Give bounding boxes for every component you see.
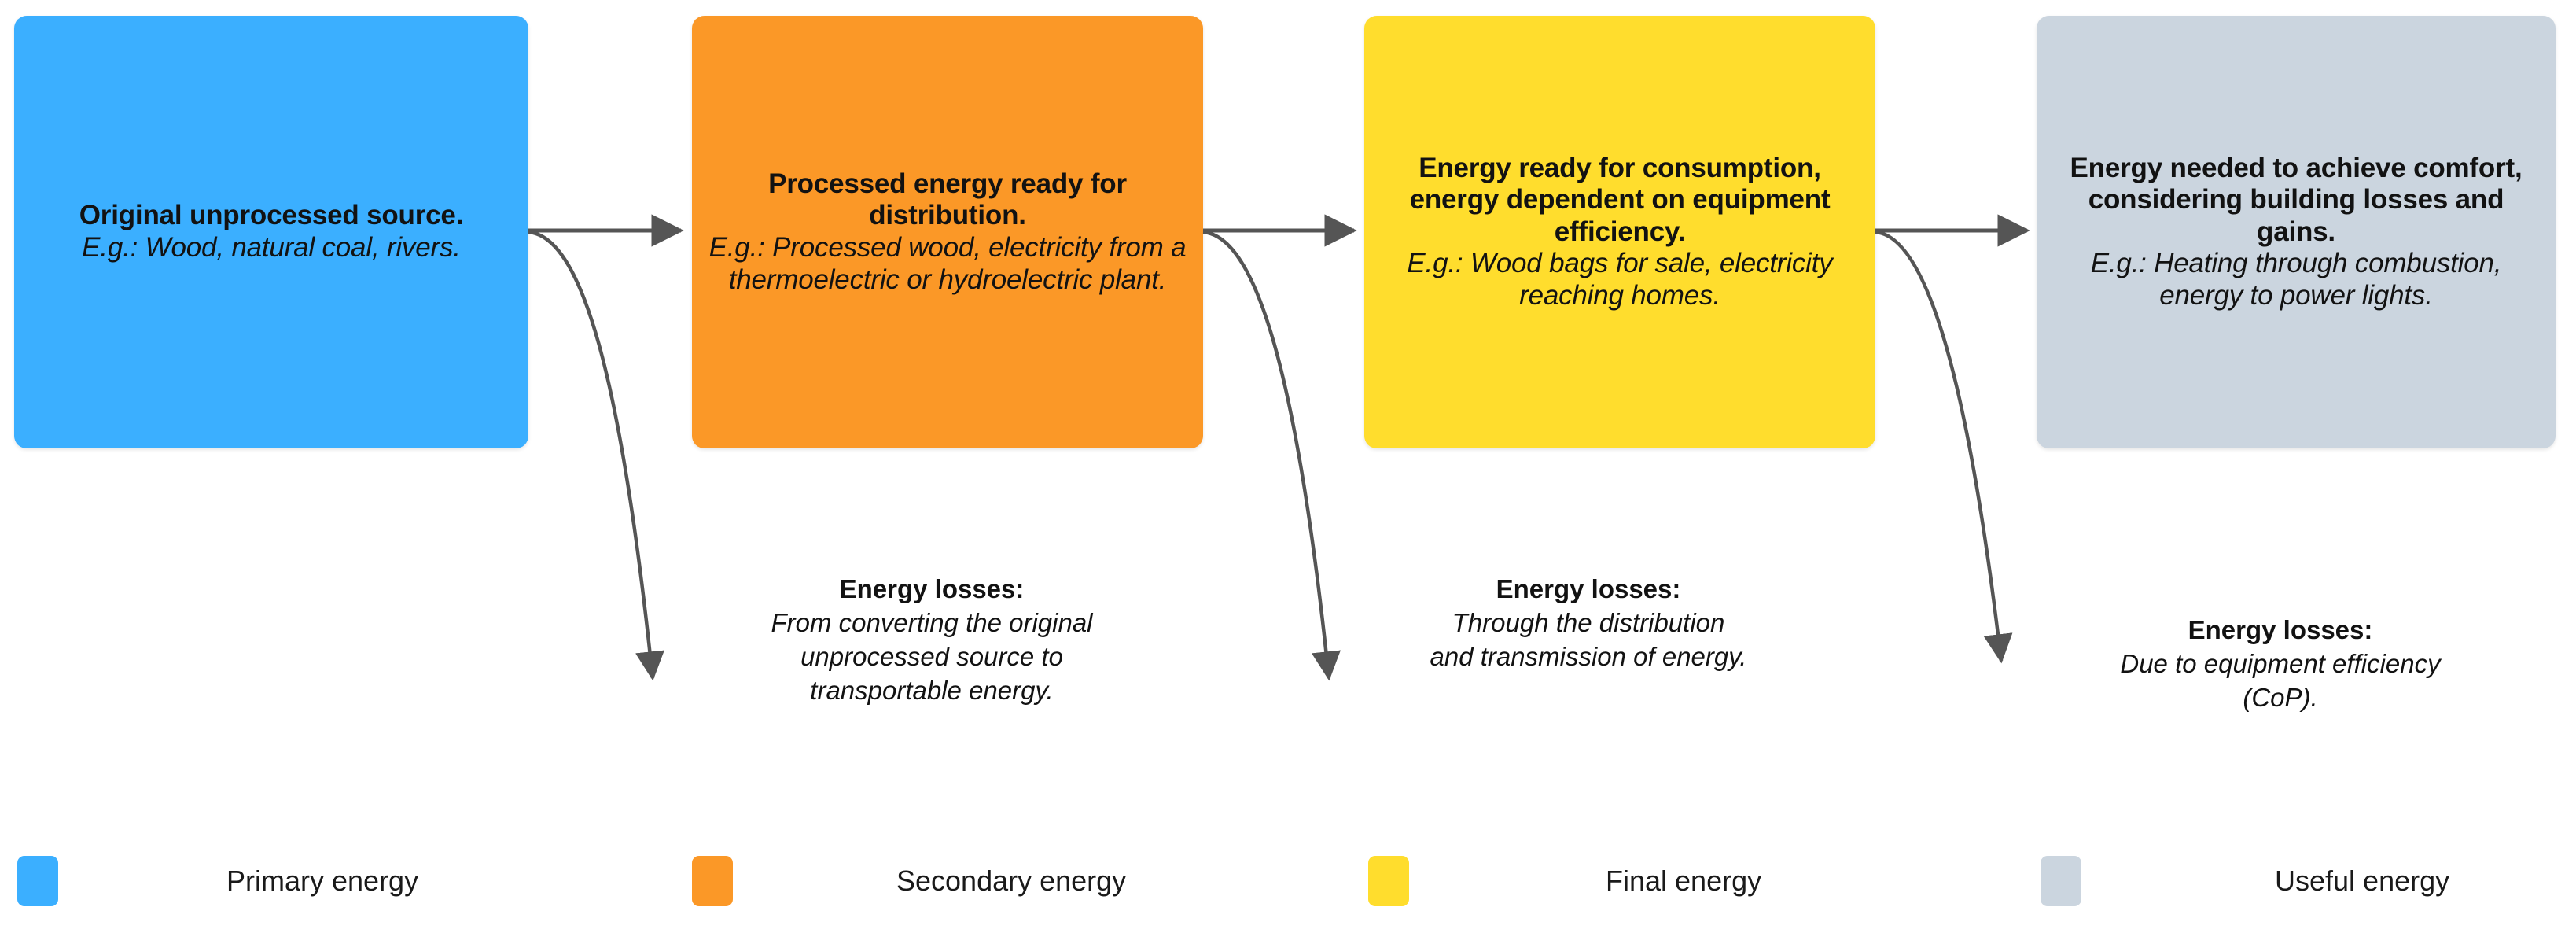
stage-box-secondary-title: Processed energy ready for distribution. xyxy=(768,168,1127,231)
stage-box-useful-example: E.g.: Heating through combustion, energy… xyxy=(2090,248,2502,311)
stage-box-secondary-example: E.g.: Processed wood, electricity from a… xyxy=(708,232,1187,295)
stage-box-primary-example: E.g.: Wood, natural coal, rivers. xyxy=(82,232,461,263)
loss-equipment-body: Due to equipment efficiency (CoP). xyxy=(2120,648,2441,712)
legend-swatch-useful-energy xyxy=(2041,856,2081,906)
stage-box-final-text: Energy ready for consumption, energy dep… xyxy=(1378,153,1861,312)
loss-block-conversion: Energy losses: From converting the origi… xyxy=(751,573,1113,708)
loss-distribution-body: Through the distribution and transmissio… xyxy=(1430,607,1747,671)
legend-label-useful-energy: Useful energy xyxy=(2275,865,2450,897)
stage-box-useful[interactable]: Energy needed to achieve comfort, consid… xyxy=(2037,16,2556,448)
legend-label-final-energy: Final energy xyxy=(1606,865,1762,897)
stage-box-primary[interactable]: Original unprocessed source. E.g.: Wood,… xyxy=(14,16,528,448)
loss-distribution-title: Energy losses: xyxy=(1496,574,1681,603)
loss-block-distribution: Energy losses: Through the distribution … xyxy=(1427,573,1750,674)
legend-item-useful-energy[interactable]: Useful energy xyxy=(2041,834,2449,928)
legend-label-primary-energy: Primary energy xyxy=(226,865,419,897)
legend-item-final-energy[interactable]: Final energy xyxy=(1368,834,1761,928)
loss-conversion-title: Energy losses: xyxy=(839,574,1025,603)
stage-box-final-example: E.g.: Wood bags for sale, electricity re… xyxy=(1407,248,1833,311)
stage-box-primary-text: Original unprocessed source. E.g.: Wood,… xyxy=(79,200,464,264)
arrow-loss-conversion xyxy=(528,230,664,681)
legend-swatch-secondary-energy xyxy=(692,856,733,906)
legend: Primary energy Secondary energy Final en… xyxy=(0,834,2576,928)
stage-box-secondary[interactable]: Processed energy ready for distribution.… xyxy=(692,16,1203,448)
stage-box-primary-title: Original unprocessed source. xyxy=(79,200,464,231)
stage-box-final-title: Energy ready for consumption, energy dep… xyxy=(1409,152,1831,247)
legend-swatch-final-energy xyxy=(1368,856,1409,906)
loss-equipment-title: Energy losses: xyxy=(2188,615,2373,644)
arrow-loss-equipment xyxy=(1875,230,2013,664)
stage-box-final[interactable]: Energy ready for consumption, energy dep… xyxy=(1364,16,1875,448)
stage-box-useful-title: Energy needed to achieve comfort, consid… xyxy=(2070,152,2523,247)
legend-swatch-primary-energy xyxy=(17,856,58,906)
legend-item-secondary-energy[interactable]: Secondary energy xyxy=(692,834,1126,928)
arrow-loss-distribution xyxy=(1202,230,1341,681)
loss-conversion-body: From converting the original unprocessed… xyxy=(771,607,1093,705)
stage-box-secondary-text: Processed energy ready for distribution.… xyxy=(706,168,1189,296)
legend-item-primary-energy[interactable]: Primary energy xyxy=(17,834,418,928)
legend-label-secondary-energy: Secondary energy xyxy=(896,865,1127,897)
loss-block-equipment: Energy losses: Due to equipment efficien… xyxy=(2115,614,2445,715)
stage-box-useful-text: Energy needed to achieve comfort, consid… xyxy=(2051,153,2541,312)
